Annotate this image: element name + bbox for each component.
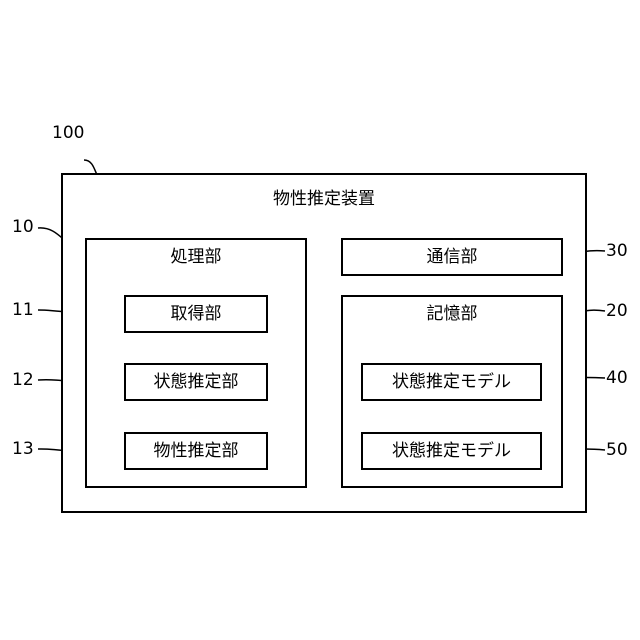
ref-40: 40 <box>606 370 628 387</box>
processing-unit-title: 処理部 <box>85 249 307 266</box>
ref-13: 13 <box>12 441 34 458</box>
state-estimation-unit-label: 状態推定部 <box>124 374 268 391</box>
state-estimation-model-label-1: 状態推定モデル <box>361 374 542 391</box>
device-title: 物性推定装置 <box>61 191 587 208</box>
ref-100: 100 <box>52 125 84 142</box>
ref-11: 11 <box>12 302 34 319</box>
ref-30: 30 <box>606 243 628 260</box>
state-estimation-model-label-2: 状態推定モデル <box>361 443 542 460</box>
communication-unit-label: 通信部 <box>341 249 563 266</box>
ref-20: 20 <box>606 303 628 320</box>
acquisition-unit-label: 取得部 <box>124 306 268 323</box>
ref-10: 10 <box>12 219 34 236</box>
property-estimation-unit-label: 物性推定部 <box>124 443 268 460</box>
ref-50: 50 <box>606 442 628 459</box>
storage-unit-title: 記憶部 <box>341 306 563 323</box>
ref-12: 12 <box>12 372 34 389</box>
